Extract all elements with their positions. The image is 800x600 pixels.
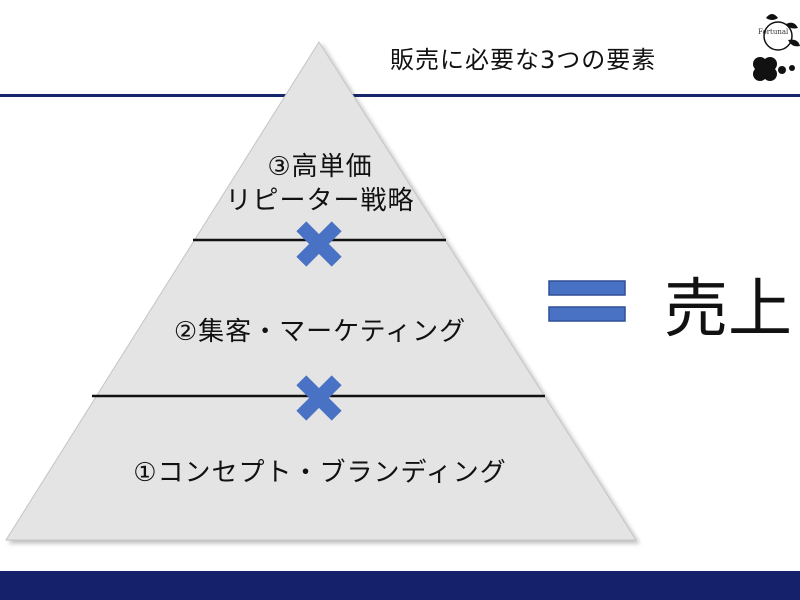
logo-text: Fortunal [758,28,789,36]
equals-icon [548,280,626,322]
logo-bird [786,22,798,29]
result-sales: 売上 [664,273,792,347]
clover-leaf [763,67,777,81]
multiply-cross-icon [296,221,342,267]
clover-bird-logo-icon [753,14,800,81]
clover-leaf [753,57,767,71]
multiply-cross-icon [296,375,342,421]
logo-wing [788,39,800,47]
tier-3-label-line1: ③高単価 [267,152,373,182]
tier-1-label: ①コンセプト・ブランディング [133,458,507,488]
clover-dot [778,66,786,74]
clover-leaf [763,57,777,71]
tier-2-label: ②集客・マーケティング [173,317,467,347]
slide-title: 販売に必要な3つの要素 [390,46,657,74]
logo-ring [763,21,793,51]
logo-leaf [766,14,778,20]
header-rule [0,94,800,97]
footer-bar [0,571,800,600]
tier-3-label-line2: リピーター戦略 [225,186,415,216]
pyramid-shape [5,41,637,541]
clover-dot [789,65,795,71]
clover-leaf [753,67,767,81]
